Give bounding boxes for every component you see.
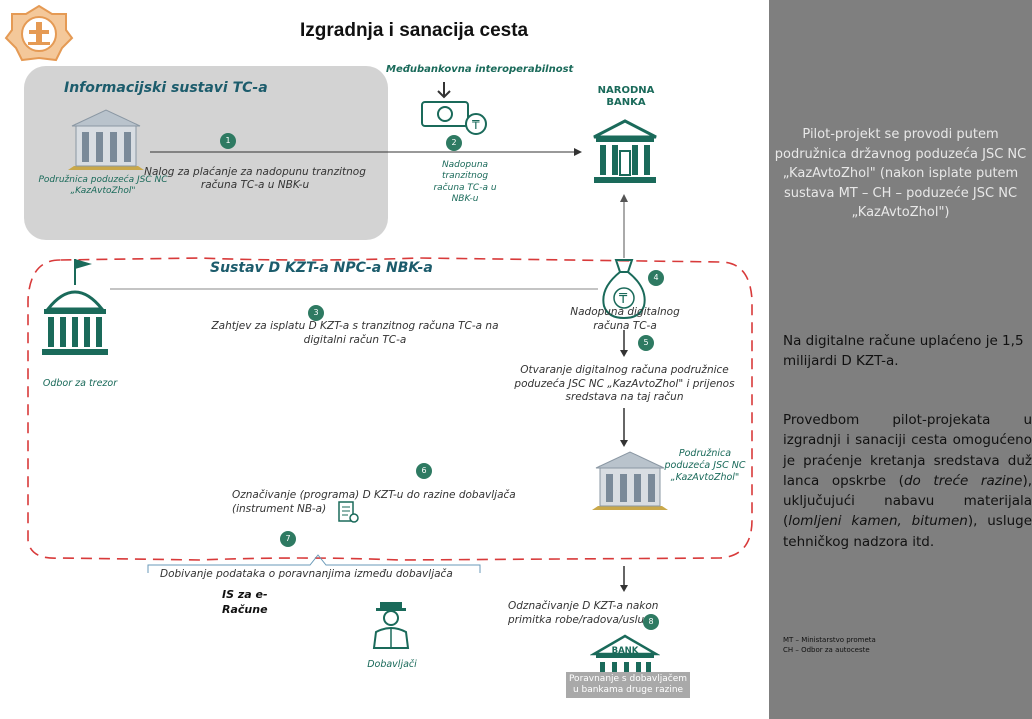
pilot-results-text: Provedbom pilot-projekata u izgradnji i … [783, 410, 1032, 552]
supplier-icon [370, 600, 412, 650]
branch-label-top: Podružnica poduzeća JSC NC „KazAvtoZhol" [38, 175, 168, 197]
step-7-text: Dobivanje podataka o poravnanjima između… [160, 568, 453, 580]
step-6-badge: 6 [416, 463, 432, 479]
logo [4, 4, 74, 64]
national-bank-icon [590, 117, 660, 187]
pilot-results-suffix: ), usluge tehničkog nadzora itd. [783, 513, 1032, 550]
pilot-results-em2: lomljeni kamen, bitumen [788, 513, 968, 530]
treasury-label: Odbor za trezor [42, 378, 118, 389]
branch-label-bottom: Podružnica poduzeća JSC NC „KazAvtoZhol" [664, 448, 746, 483]
bank-sign: BANK [611, 646, 639, 656]
page-title: Izgradnja i sanacija cesta [300, 20, 529, 41]
pilot-results-em1: do treće razine [903, 472, 1023, 489]
digital-accounts-text: Na digitalne račune uplaćeno je 1,5 mili… [783, 333, 1024, 369]
money-icon: ₸ [420, 80, 492, 138]
branch-building-icon [66, 108, 146, 170]
is-label: IS za e-Račune [222, 588, 268, 616]
step-5-badge: 5 [638, 335, 654, 351]
suppliers-label: Dobavljači [367, 659, 417, 670]
step-3-badge: 3 [308, 305, 324, 321]
step-4-badge: 4 [648, 270, 664, 286]
step-7-badge: 7 [280, 531, 296, 547]
pilot-results-mid: ), uključujući nabavu materijala ( [783, 472, 1032, 530]
step-8-text: Odznačivanje D KZT-a nakon primitka robe… [508, 600, 659, 626]
info-systems-title: Informacijski sustavi TC-a [64, 80, 268, 96]
money-bag-icon: ₸ [598, 258, 650, 320]
step-6-text: Označivanje (programa) D KZT-u do razine… [232, 489, 516, 515]
pilot-results-prefix: Provedbom pilot-projekata u izgradnji i … [783, 412, 1032, 489]
step-5-text: Otvaranje digitalnog računa podružnice p… [514, 364, 735, 404]
interbank-label: Međubankovna interoperabilnost [386, 64, 574, 75]
step-2-text: Nadopuna tranzitnog računa TC-a u NBK-u [433, 160, 497, 204]
right-panel: Pilot-projekt se provodi putem podružnic… [769, 0, 1032, 719]
note-mt: MT – Ministarstvo prometa [783, 636, 876, 644]
step-4-text: Nadopuna digitalnog računa TC-a [570, 306, 680, 332]
step-1-badge: 1 [220, 133, 236, 149]
step-1-text: Nalog za plaćanje za nadopunu tranzitnog… [144, 166, 366, 192]
document-icon [337, 500, 359, 524]
step-3-text: Zahtjev za isplatu D KZT-a s tranzitnog … [211, 320, 499, 346]
branch-building-icon-bottom [590, 450, 670, 512]
step-8-badge: 8 [643, 614, 659, 630]
svg-text:₸: ₸ [472, 118, 480, 132]
pilot-project-intro: Pilot-projekt se provodi putem podružnic… [774, 127, 1027, 220]
note-ch: CH – Odbor za autoceste [783, 645, 870, 654]
bank-label: Poravnanje s dobavljačem u bankama druge… [566, 672, 690, 698]
abbreviation-notes: MT – Ministarstvo prometa CH – Odbor za … [783, 636, 876, 656]
national-bank-label: NARODNA BANKA [597, 85, 655, 108]
treasury-building-icon [40, 255, 110, 365]
svg-text:₸: ₸ [619, 292, 628, 307]
system-title: Sustav D KZT-a NPC-a NBK-a [210, 260, 433, 276]
step-2-badge: 2 [446, 135, 462, 151]
flow-lines [27, 148, 753, 592]
